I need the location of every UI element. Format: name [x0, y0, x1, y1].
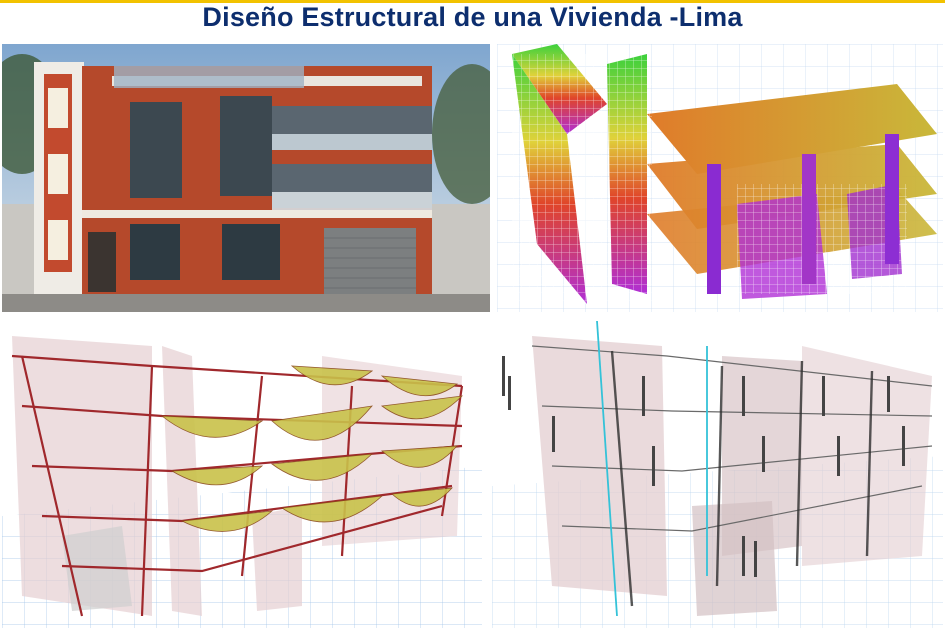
displacement-values-model-image [492, 316, 943, 628]
title-bar: Diseño Estructural de una Vivienda -Lima [0, 0, 945, 40]
page-title: Diseño Estructural de una Vivienda -Lima [202, 2, 743, 32]
architectural-render-image [2, 44, 490, 312]
moment-diagram-model-image [2, 316, 482, 628]
stress-contour-model-image [497, 44, 943, 312]
